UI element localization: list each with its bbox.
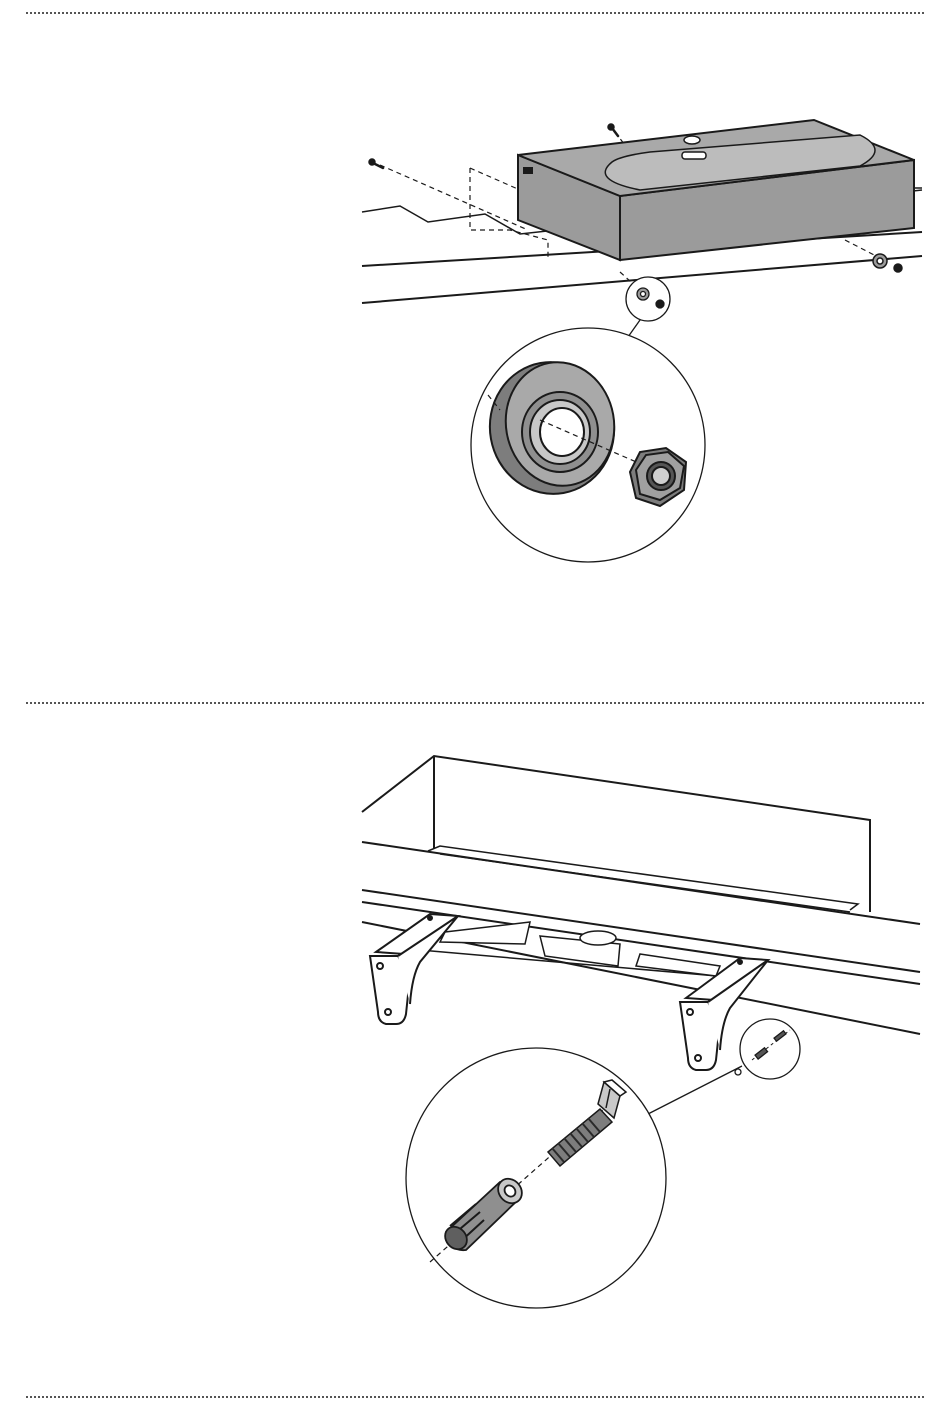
wall-plug-and-screw-detail	[406, 1048, 666, 1308]
basin	[518, 120, 922, 260]
washer	[873, 254, 902, 272]
overflow-slot	[682, 152, 706, 159]
wall-bracket	[370, 914, 458, 1024]
bottom-divider-line	[26, 1396, 924, 1398]
screw	[370, 160, 384, 169]
bracket-mounting-step	[0, 704, 950, 1394]
small-callout-circle	[648, 1019, 800, 1114]
basin-mounting-illustration	[0, 0, 950, 700]
washer-and-nut-detail	[471, 328, 705, 562]
bracket-mounting-illustration	[0, 704, 950, 1394]
tap-hole	[684, 136, 700, 144]
small-callout-circle	[626, 277, 670, 337]
basin-mounting-step	[0, 0, 950, 700]
basin-outline	[362, 756, 920, 1034]
screw	[609, 125, 619, 137]
fixing-hole	[524, 168, 532, 173]
